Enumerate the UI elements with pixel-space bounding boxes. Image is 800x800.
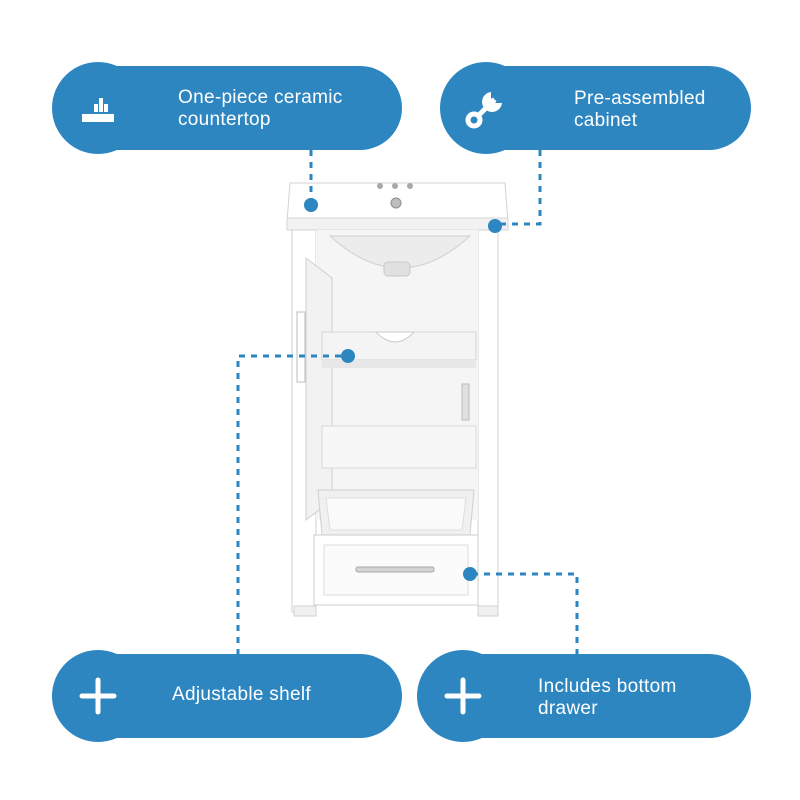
countertop-icon (82, 98, 114, 122)
feature-label-shelf: Adjustable shelf (172, 684, 311, 705)
feature-icon-badge-drawer (417, 650, 509, 742)
feature-icon-badge-cabinet (440, 62, 532, 154)
connector-shelf (236, 354, 346, 655)
feature-label-countertop: One-piece ceramic countertop (178, 87, 343, 130)
connector-dot-countertop (304, 198, 318, 212)
connector-dot-drawer (463, 567, 477, 581)
feature-icon-badge-countertop (52, 62, 144, 154)
connector-dot-cabinet (488, 219, 502, 233)
wrench-icon (465, 92, 502, 129)
feature-label-drawer: Includes bottom drawer (538, 676, 677, 719)
feature-label-cabinet: Pre-assembled cabinet (574, 88, 706, 131)
plus-icon (444, 677, 482, 715)
connector-dot-shelf (341, 349, 355, 363)
connector-cabinet (495, 150, 542, 226)
plus-icon (79, 677, 117, 715)
feature-icon-badge-shelf (52, 650, 144, 742)
connector-drawer (470, 572, 579, 655)
